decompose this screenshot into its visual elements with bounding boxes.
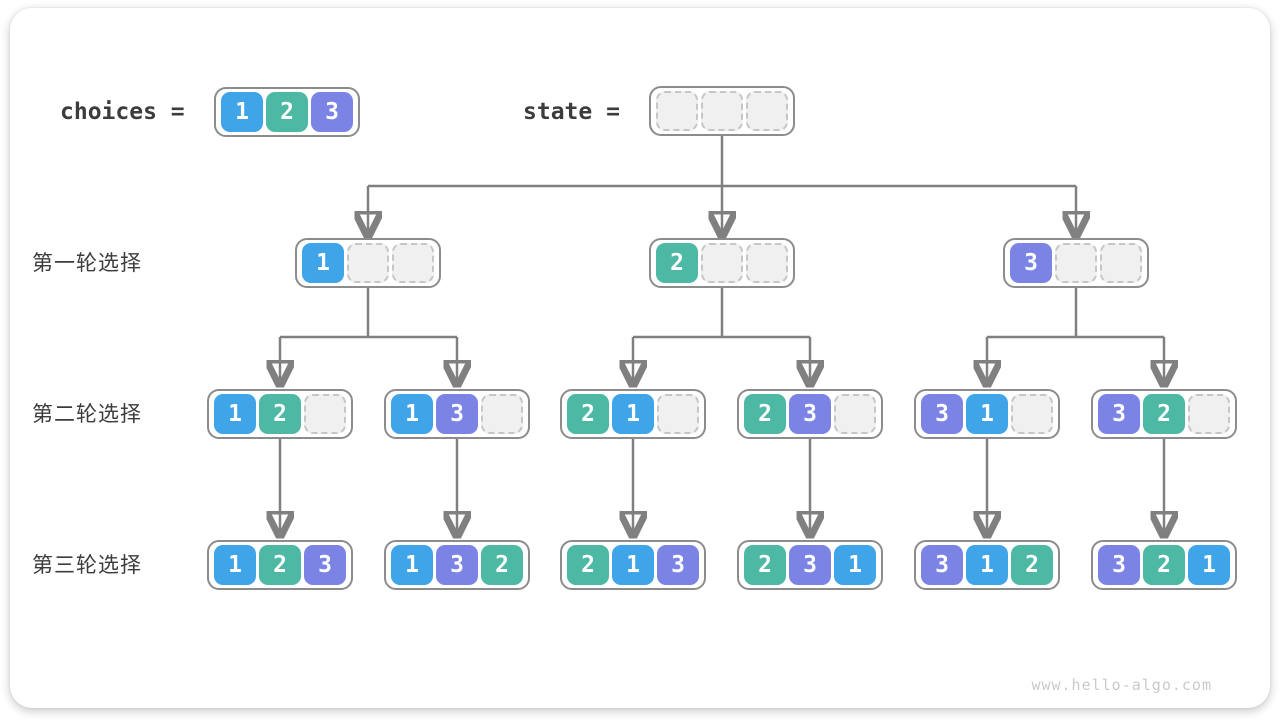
round-3-label: 第三轮选择 — [32, 553, 142, 577]
value-cell-2: 2 — [259, 545, 301, 585]
round-2-label: 第二轮选择 — [32, 402, 142, 426]
value-cell-1: 1 — [1188, 545, 1230, 585]
value-cell-3: 3 — [1098, 545, 1140, 585]
value-cell-2: 2 — [1011, 545, 1053, 585]
value-cell-1: 1 — [612, 394, 654, 434]
round-1-label: 第一轮选择 — [32, 251, 142, 275]
value-cell-2: 2 — [1143, 545, 1185, 585]
value-cell-3: 3 — [657, 545, 699, 585]
empty-cell — [746, 91, 788, 131]
value-cell-2: 2 — [567, 545, 609, 585]
empty-cell — [1100, 243, 1142, 283]
state-node-r1-2: 2 — [649, 238, 795, 288]
value-cell-1: 1 — [221, 92, 263, 132]
choices-label: choices = — [60, 99, 185, 125]
value-cell-1: 1 — [834, 545, 876, 585]
value-cell-3: 3 — [436, 394, 478, 434]
value-cell-3: 3 — [789, 394, 831, 434]
value-cell-1: 1 — [612, 545, 654, 585]
value-cell-1: 1 — [966, 394, 1008, 434]
empty-cell — [347, 243, 389, 283]
value-cell-1: 1 — [391, 545, 433, 585]
value-cell-3: 3 — [436, 545, 478, 585]
value-cell-2: 2 — [744, 394, 786, 434]
value-cell-1: 1 — [214, 545, 256, 585]
empty-cell — [392, 243, 434, 283]
watermark: www.hello-algo.com — [1031, 676, 1212, 694]
empty-cell — [481, 394, 523, 434]
value-cell-2: 2 — [481, 545, 523, 585]
value-cell-1: 1 — [966, 545, 1008, 585]
value-cell-1: 1 — [214, 394, 256, 434]
empty-cell — [1188, 394, 1230, 434]
value-cell-2: 2 — [744, 545, 786, 585]
state-node-r1-1: 1 — [295, 238, 441, 288]
value-cell-3: 3 — [789, 545, 831, 585]
state-array — [649, 86, 795, 136]
value-cell-3: 3 — [311, 92, 353, 132]
value-cell-3: 3 — [1098, 394, 1140, 434]
empty-cell — [1011, 394, 1053, 434]
empty-cell — [701, 91, 743, 131]
value-cell-1: 1 — [302, 243, 344, 283]
empty-cell — [746, 243, 788, 283]
empty-cell — [656, 91, 698, 131]
value-cell-3: 3 — [921, 545, 963, 585]
state-label: state = — [523, 99, 620, 125]
value-cell-3: 3 — [921, 394, 963, 434]
value-cell-3: 3 — [1010, 243, 1052, 283]
value-cell-2: 2 — [567, 394, 609, 434]
empty-cell — [657, 394, 699, 434]
empty-cell — [701, 243, 743, 283]
value-cell-1: 1 — [391, 394, 433, 434]
value-cell-2: 2 — [266, 92, 308, 132]
empty-cell — [834, 394, 876, 434]
state-node-r1-3: 3 — [1003, 238, 1149, 288]
value-cell-2: 2 — [259, 394, 301, 434]
value-cell-3: 3 — [304, 545, 346, 585]
empty-cell — [1055, 243, 1097, 283]
value-cell-2: 2 — [1143, 394, 1185, 434]
value-cell-2: 2 — [656, 243, 698, 283]
empty-cell — [304, 394, 346, 434]
